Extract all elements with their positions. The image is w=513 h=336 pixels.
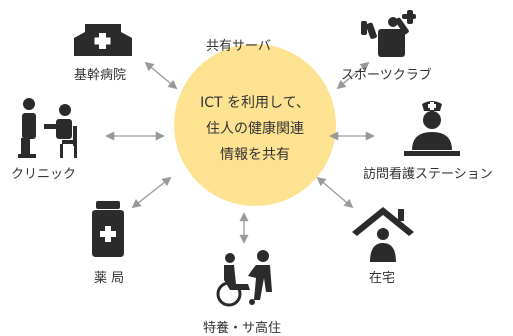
doctor-patient-icon (18, 98, 77, 158)
center-circle (174, 44, 336, 206)
node-label-nursing: 訪問看護ステーション (363, 167, 493, 182)
node-label-pharmacy: 薬 局 (94, 271, 125, 286)
wheelchair-icon (216, 250, 272, 307)
nurse-icon (404, 101, 460, 156)
node-label-clinic: クリニック (11, 167, 77, 182)
center-line-2: 住人の健康関連 (206, 121, 304, 137)
arrow-hospital (144, 61, 178, 90)
server-label: 共有サーバ (206, 39, 271, 54)
medicine-bottle-icon (92, 201, 124, 257)
node-label-care: 特養・サ高住 (203, 321, 282, 336)
arrow-sports (336, 61, 370, 90)
hospital-icon (74, 24, 132, 56)
node-label-hospital: 基幹病院 (74, 68, 127, 83)
center-text: ICT を利用して、 住人の健康関連 情報を共有 (175, 90, 335, 168)
house-person-icon (352, 207, 414, 262)
arrow-pharmacy (131, 176, 172, 209)
center-line-3: 情報を共有 (220, 147, 290, 163)
dumbbell-person-icon (361, 10, 416, 57)
node-label-home: 在宅 (369, 271, 396, 286)
node-label-sports: スポーツクラブ (341, 68, 432, 83)
center-line-1: ICT を利用して、 (200, 95, 310, 111)
arrow-home (316, 176, 354, 209)
